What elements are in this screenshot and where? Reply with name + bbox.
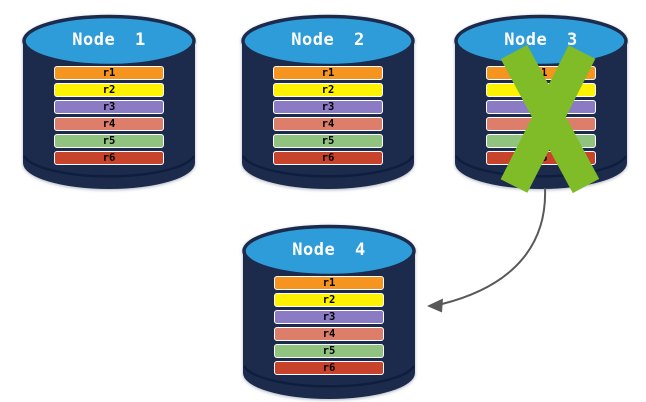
record-bar-r1: r1: [273, 66, 383, 80]
record-bar-r6: r6: [273, 151, 383, 165]
record-label: r3: [321, 100, 335, 113]
record-bar-r1: r1: [274, 276, 384, 290]
node-3: Node 3 r1 r2 r3 r4 r5 r6: [452, 8, 630, 192]
record-label: r5: [321, 134, 335, 147]
record-label: r1: [102, 66, 116, 79]
node-title: Node 1: [72, 30, 146, 50]
node-title: Node 4: [292, 240, 366, 260]
record-bar-r1: r1: [54, 66, 164, 80]
record-list: r1 r2 r3 r4 r5 r6: [274, 276, 384, 378]
record-label: r2: [321, 83, 335, 96]
record-bar-r6: r6: [486, 151, 596, 165]
record-bar-r6: r6: [54, 151, 164, 165]
node-title: Node 3: [504, 30, 578, 50]
record-bar-r4: r4: [486, 117, 596, 131]
record-label: r3: [322, 310, 336, 323]
record-label: r1: [322, 276, 336, 289]
record-bar-r5: r5: [273, 134, 383, 148]
record-label: r4: [102, 117, 116, 130]
record-bar-r1: r1: [486, 66, 596, 80]
record-bar-r2: r2: [273, 83, 383, 97]
record-list: r1 r2 r3 r4 r5 r6: [486, 66, 596, 168]
record-label: r2: [534, 83, 548, 96]
node-1: Node 1 r1 r2 r3 r4 r5 r6: [20, 8, 198, 192]
record-bar-r5: r5: [274, 344, 384, 358]
record-bar-r4: r4: [54, 117, 164, 131]
record-bar-r2: r2: [486, 83, 596, 97]
record-bar-r5: r5: [486, 134, 596, 148]
record-label: r5: [534, 134, 548, 147]
record-bar-r3: r3: [273, 100, 383, 114]
record-bar-r5: r5: [54, 134, 164, 148]
record-label: r5: [102, 134, 116, 147]
record-bar-r3: r3: [54, 100, 164, 114]
record-label: r6: [534, 151, 548, 164]
record-list: r1 r2 r3 r4 r5 r6: [54, 66, 164, 168]
record-label: r6: [322, 361, 336, 374]
record-label: r1: [534, 66, 548, 79]
record-bar-r2: r2: [274, 293, 384, 307]
record-label: r4: [534, 117, 548, 130]
record-label: r5: [322, 344, 336, 357]
record-bar-r2: r2: [54, 83, 164, 97]
record-bar-r6: r6: [274, 361, 384, 375]
record-label: r4: [322, 327, 336, 340]
record-bar-r4: r4: [273, 117, 383, 131]
record-bar-r3: r3: [486, 100, 596, 114]
node-2: Node 2 r1 r2 r3 r4 r5 r6: [239, 8, 417, 192]
record-label: r4: [321, 117, 335, 130]
record-label: r2: [102, 83, 116, 96]
node-4: Node 4 r1 r2 r3 r4 r5 r6: [240, 218, 418, 402]
node-title: Node 2: [291, 30, 365, 50]
record-label: r3: [102, 100, 116, 113]
record-label: r6: [102, 151, 116, 164]
record-list: r1 r2 r3 r4 r5 r6: [273, 66, 383, 168]
record-label: r6: [321, 151, 335, 164]
record-bar-r4: r4: [274, 327, 384, 341]
record-label: r3: [534, 100, 548, 113]
record-label: r1: [321, 66, 335, 79]
record-label: r2: [322, 293, 336, 306]
record-bar-r3: r3: [274, 310, 384, 324]
